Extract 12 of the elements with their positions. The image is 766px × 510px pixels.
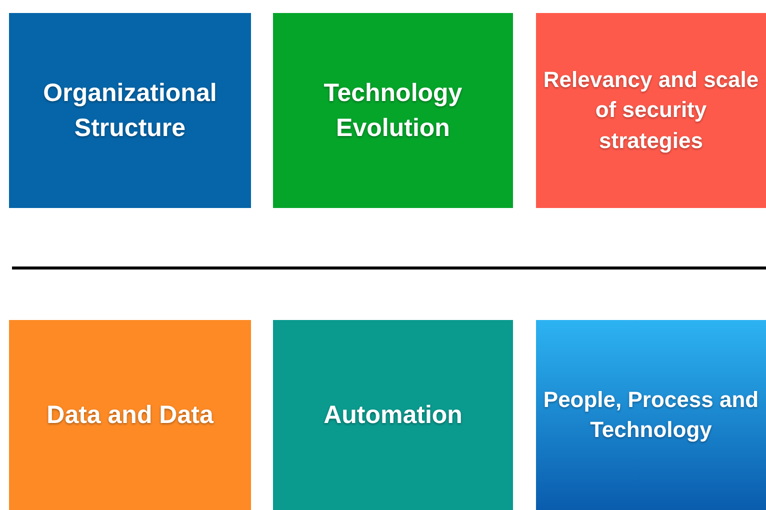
topic-box xyxy=(9,320,251,510)
topic-label: Technology Evolution xyxy=(322,78,464,144)
topic-box xyxy=(536,13,766,208)
topic-label: Automation xyxy=(324,400,462,431)
topic-box xyxy=(273,13,513,208)
topic-box xyxy=(273,320,513,510)
topic-label: Organizational Structure xyxy=(42,78,218,144)
topic-label: Data and Data xyxy=(46,400,214,431)
topic-box xyxy=(536,320,766,510)
topic-label: People, Process and Technology xyxy=(542,386,760,444)
topic-box xyxy=(9,13,251,208)
topic-label: Relevancy and scale of security strategies xyxy=(542,66,760,155)
